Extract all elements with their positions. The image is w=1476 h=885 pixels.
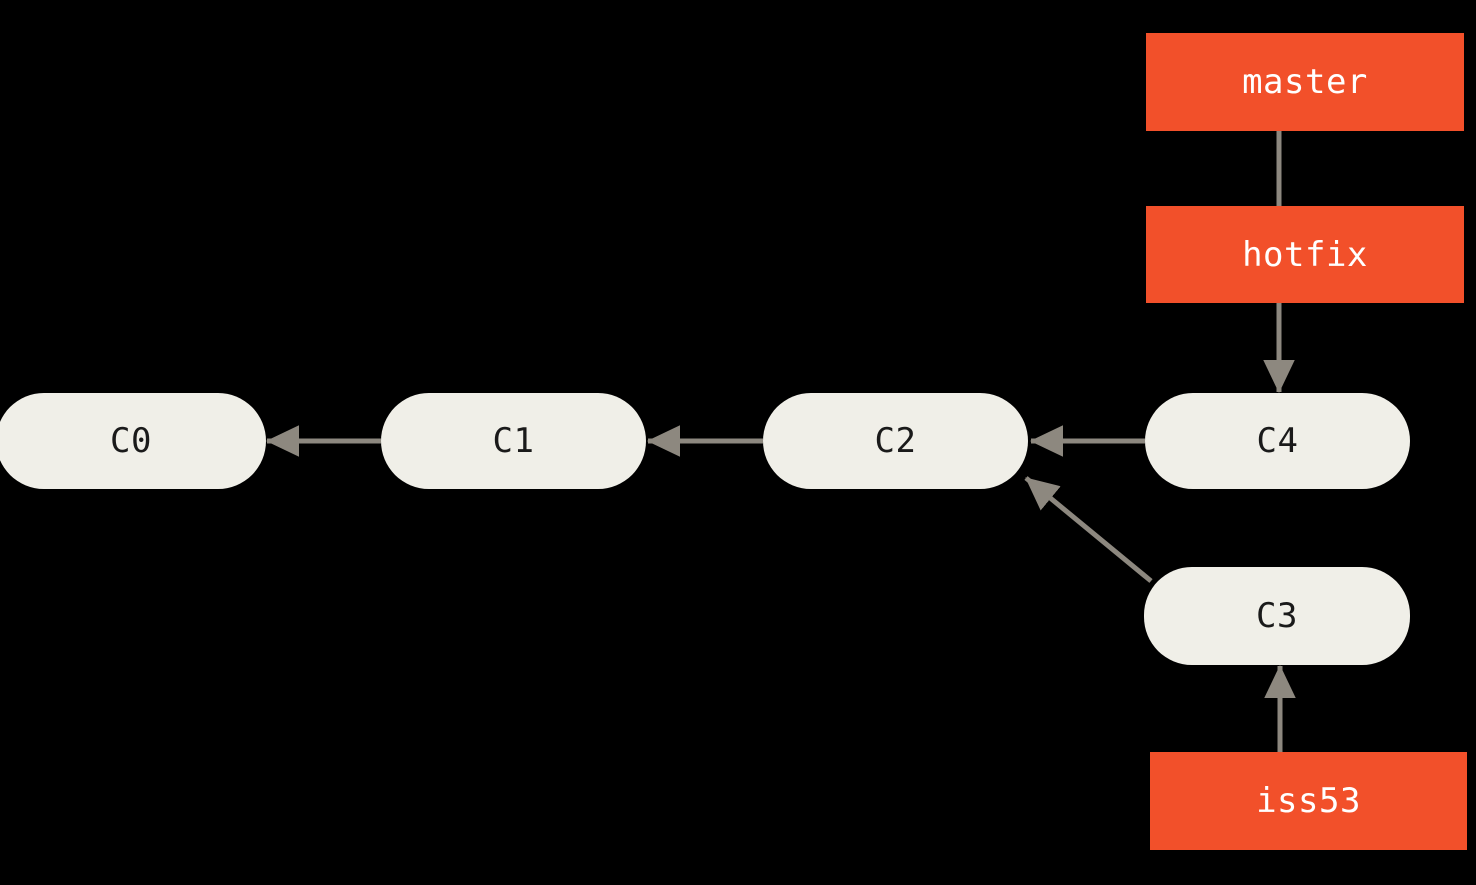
commit-label: C2 xyxy=(874,421,917,461)
commit-node-c0[interactable]: C0 xyxy=(0,393,266,489)
commit-label: C0 xyxy=(110,421,152,461)
branch-name: master xyxy=(1242,62,1368,102)
commit-node-c1[interactable]: C1 xyxy=(381,393,646,489)
commit-node-c4[interactable]: C4 xyxy=(1145,393,1410,489)
branch-label-iss53[interactable]: iss53 xyxy=(1150,752,1467,850)
branch-name: hotfix xyxy=(1242,234,1368,275)
edge-c3-to-c2 xyxy=(1024,476,1153,583)
branch-label-master[interactable]: master xyxy=(1146,33,1464,131)
commit-node-c3[interactable]: C3 xyxy=(1144,567,1410,665)
commit-node-c2[interactable]: C2 xyxy=(763,393,1028,489)
branch-label-hotfix[interactable]: hotfix xyxy=(1146,206,1464,303)
branch-name: iss53 xyxy=(1256,781,1361,821)
commit-label: C1 xyxy=(492,421,535,461)
commit-label: C3 xyxy=(1256,596,1298,636)
commit-label: C4 xyxy=(1256,421,1299,461)
